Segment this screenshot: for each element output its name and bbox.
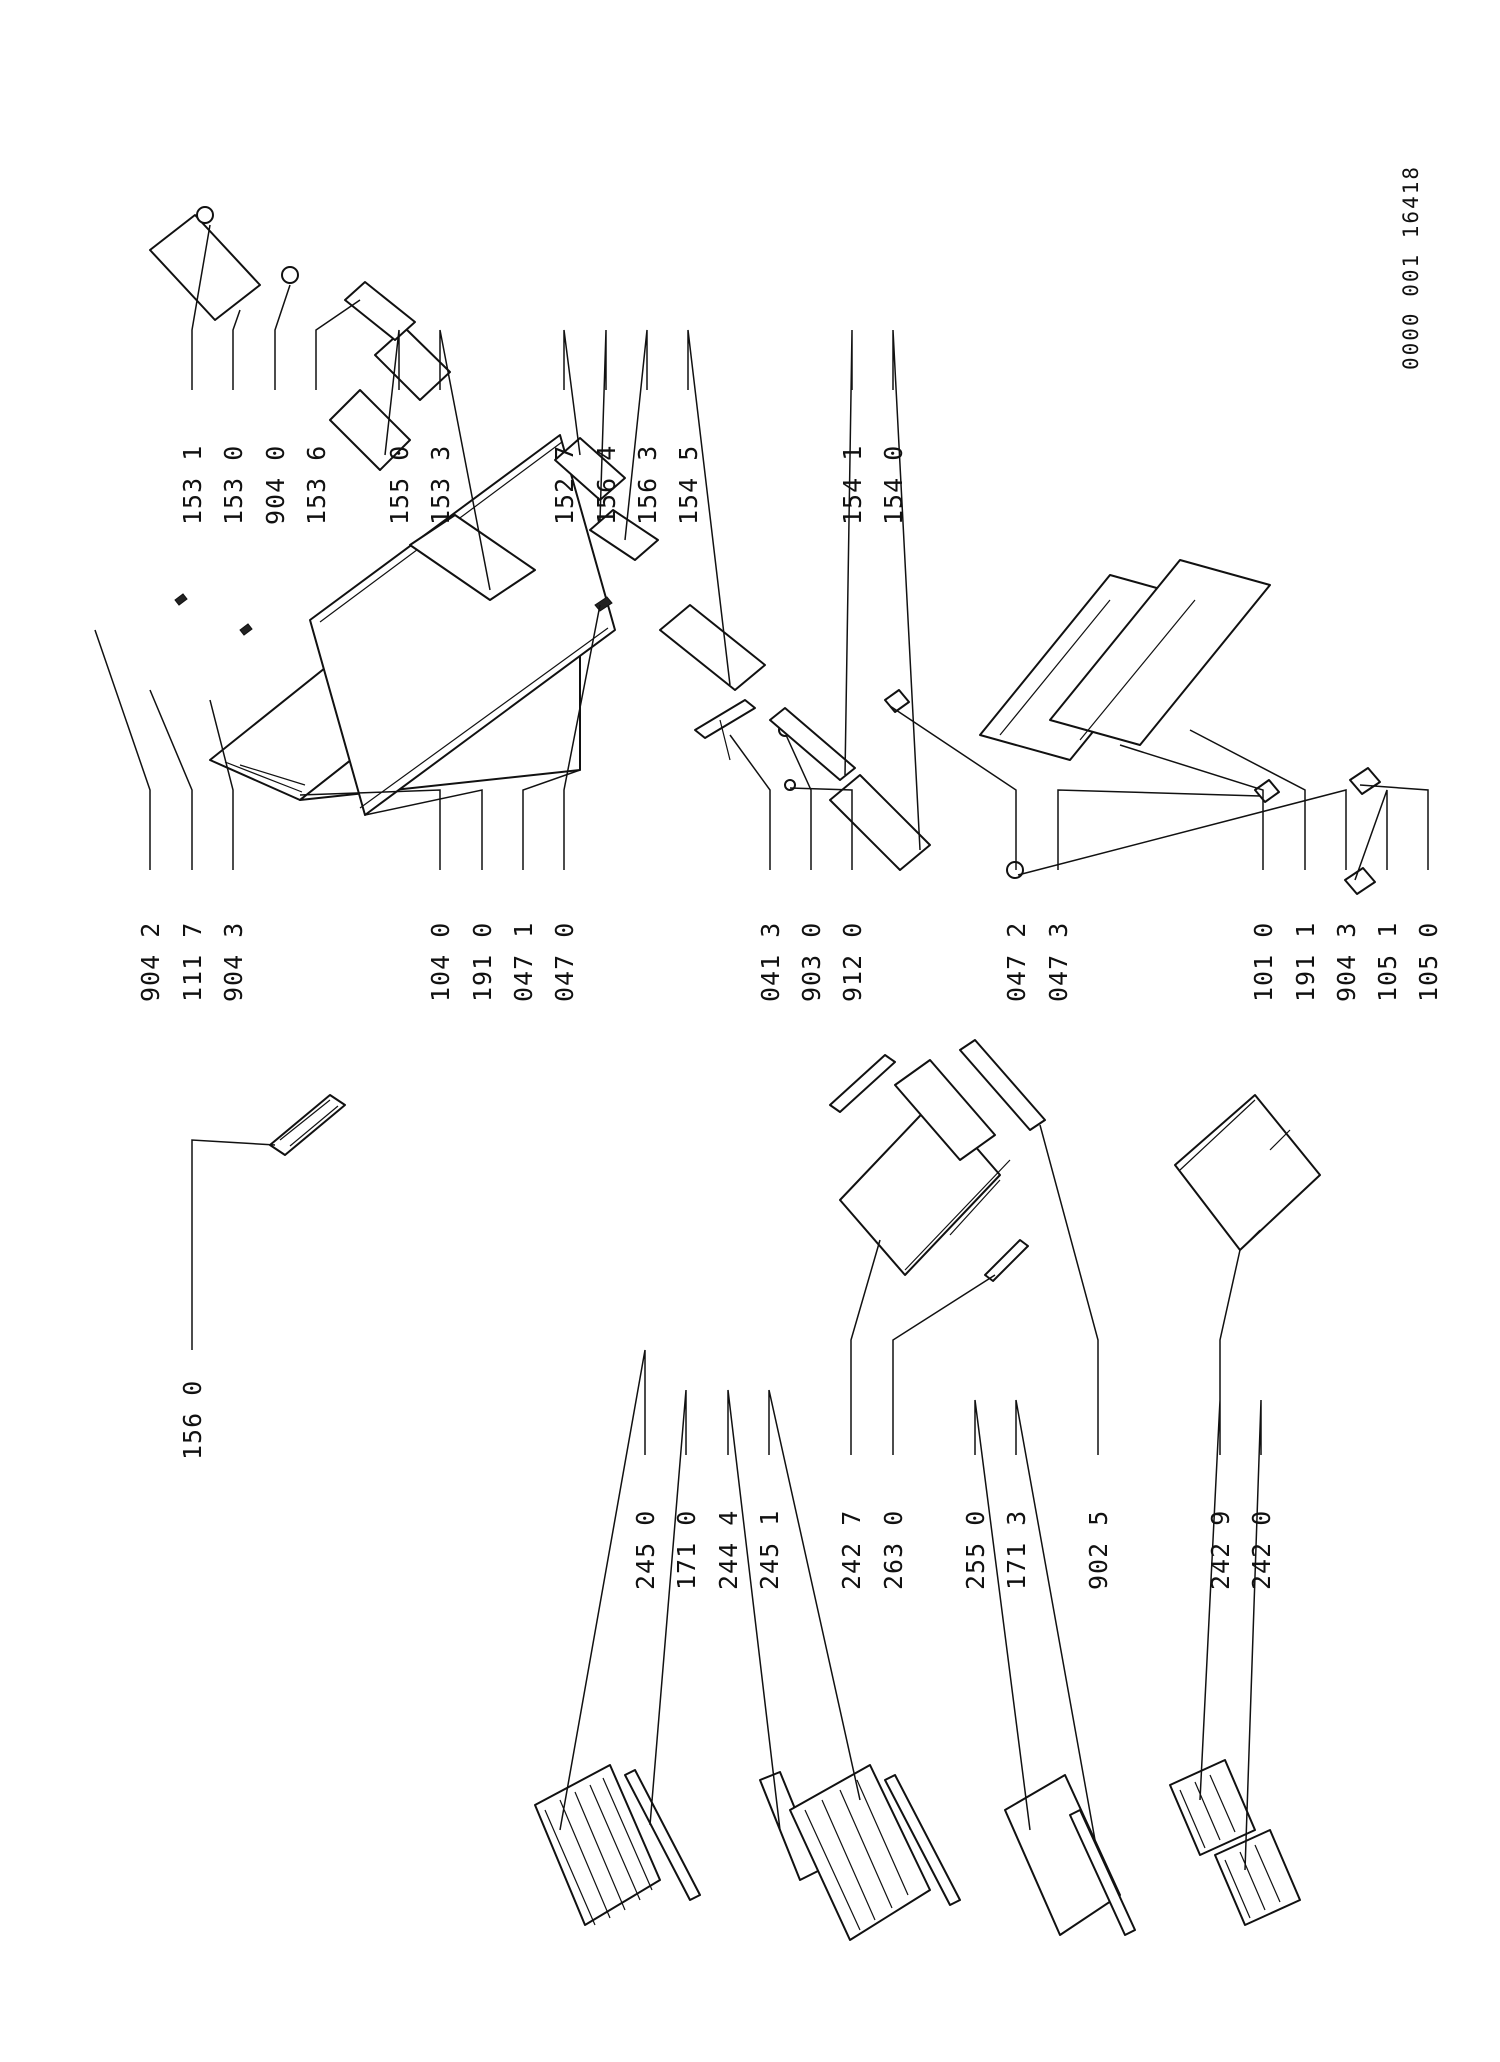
callout-label: 047 1 bbox=[509, 922, 538, 1002]
part-ice-tray bbox=[269, 1094, 346, 1156]
callout-label: 242 7 bbox=[837, 1510, 866, 1590]
callout-label: 191 1 bbox=[1291, 922, 1320, 1002]
callout-label: 904 3 bbox=[1332, 922, 1361, 1002]
callout-label: 041 3 bbox=[756, 922, 785, 1002]
callout-label: 191 0 bbox=[468, 922, 497, 1002]
part-upper-door bbox=[174, 434, 616, 816]
part-glass-plate bbox=[1004, 1774, 1136, 1936]
part-wire-shelf-lower bbox=[759, 1764, 961, 1941]
callout-label: 245 0 bbox=[631, 1510, 660, 1590]
part-small-drawers bbox=[1169, 1759, 1301, 1926]
callout-label: 171 3 bbox=[1002, 1510, 1031, 1590]
callout-label: 242 0 bbox=[1247, 1510, 1276, 1590]
callout-label: 111 7 bbox=[178, 922, 207, 1002]
callout-label: 912 0 bbox=[838, 922, 867, 1002]
callout-label: 263 0 bbox=[879, 1510, 908, 1590]
callout-label: 904 2 bbox=[136, 922, 165, 1002]
callout-label: 154 0 bbox=[879, 445, 908, 525]
callout-label: 047 3 bbox=[1044, 922, 1073, 1002]
drawing-reference-number: 0000 001 16418 bbox=[1399, 165, 1423, 370]
callout-label: 255 0 bbox=[961, 1510, 990, 1590]
callout-label: 154 1 bbox=[838, 445, 867, 525]
callout-label: 171 0 bbox=[672, 1510, 701, 1590]
leader-lines bbox=[94, 224, 1429, 1871]
callout-label: 903 0 bbox=[797, 922, 826, 1002]
callout-label: 904 0 bbox=[261, 445, 290, 525]
callout-label: 155 0 bbox=[385, 445, 414, 525]
part-lower-door bbox=[884, 559, 1381, 895]
part-lower-crisper bbox=[1174, 1094, 1321, 1251]
callout-label: 101 0 bbox=[1249, 922, 1278, 1002]
callout-label: 904 3 bbox=[219, 922, 248, 1002]
callout-label: 105 0 bbox=[1414, 922, 1443, 1002]
callout-label: 156 3 bbox=[633, 445, 662, 525]
part-door-bins bbox=[149, 206, 931, 871]
callout-label: 153 6 bbox=[302, 445, 331, 525]
callout-label: 104 0 bbox=[426, 922, 455, 1002]
callout-labels: 156 0 245 0 171 0 244 4 245 1 242 7 263 … bbox=[136, 165, 1443, 1590]
part-crisper-drawer bbox=[829, 1039, 1046, 1282]
callout-label: 153 3 bbox=[426, 445, 455, 525]
callout-label: 153 1 bbox=[178, 445, 207, 525]
callout-label: 105 1 bbox=[1373, 922, 1402, 1002]
callout-label: 244 4 bbox=[714, 1510, 743, 1590]
callout-label: 047 0 bbox=[550, 922, 579, 1002]
callout-label: 153 0 bbox=[219, 445, 248, 525]
callout-label: 154 5 bbox=[674, 445, 703, 525]
callout-label: 242 9 bbox=[1206, 1510, 1235, 1590]
part-wire-shelf-upper bbox=[534, 1764, 701, 1926]
callout-label: 156 0 bbox=[178, 1380, 207, 1460]
callout-label: 156 4 bbox=[592, 445, 621, 525]
callout-label: 245 1 bbox=[755, 1510, 784, 1590]
callout-label: 047 2 bbox=[1002, 922, 1031, 1002]
callout-label: 152 7 bbox=[550, 445, 579, 525]
callout-label: 902 5 bbox=[1084, 1510, 1113, 1590]
